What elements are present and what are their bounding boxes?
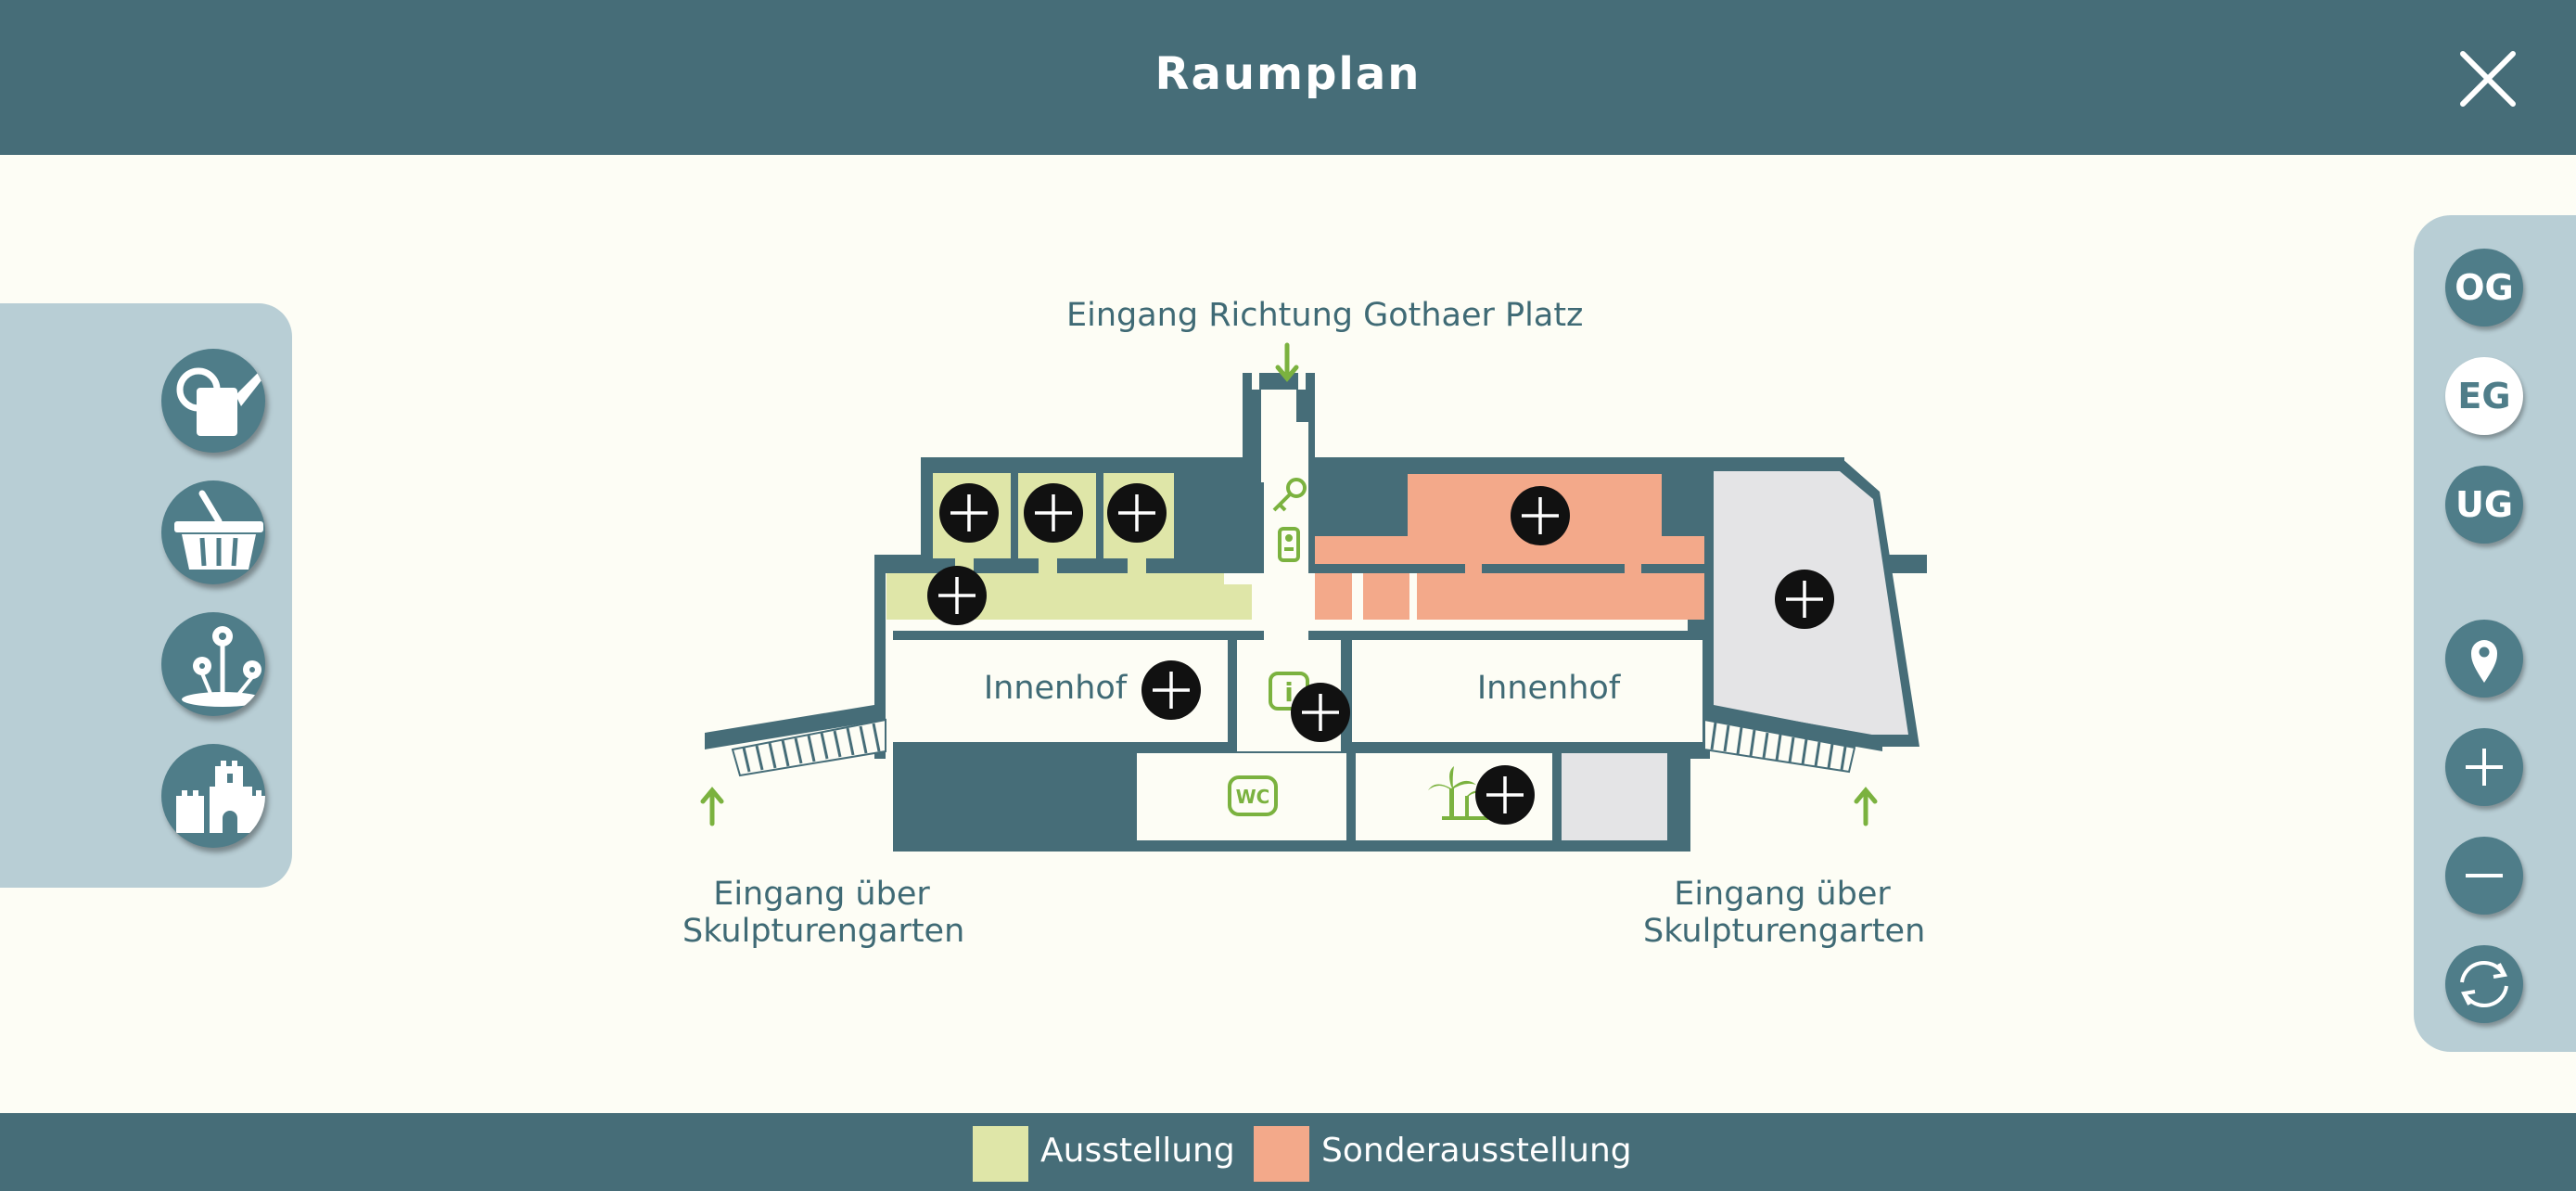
palm-icon [1428,766,1488,820]
watering-can-button[interactable] [161,349,265,453]
courtyard-right-label: Innenhof [1476,670,1621,707]
room-plus-button-9[interactable] [1475,765,1535,825]
legend-swatch-special [1254,1126,1309,1182]
stairs-right [1703,705,1882,774]
key-icon [1272,478,1307,512]
floor-button-og[interactable]: OG [2445,249,2523,327]
entrance-left-label: Eingang über Skulpturengarten [682,876,965,950]
room-plus-button-5[interactable] [1511,486,1570,545]
watering-can-icon [176,367,261,436]
reset-button[interactable] [2445,945,2523,1023]
floor-button-eg[interactable]: EG [2445,357,2523,435]
reset-rotate-icon [2460,960,2508,1008]
zoom-out-button[interactable] [2445,837,2523,915]
locate-button[interactable] [2445,620,2523,698]
zoom-out-icon [2466,874,2503,877]
locker-icon [1278,527,1300,562]
courtyard-right [1352,640,1702,742]
courtyard-left-label: Innenhof [983,670,1128,707]
close-button[interactable] [2455,46,2520,111]
top-entrance-label: Eingang Richtung Gothaer Platz [1066,297,1584,334]
basket-icon [174,490,263,570]
room-plus-button-7[interactable] [1141,660,1201,720]
close-icon [2460,51,2516,107]
room-detail-buttons[interactable] [927,483,1834,825]
room-plus-button-6[interactable] [1775,570,1834,629]
storage-room [1562,753,1667,840]
legend-bar: Ausstellung Sonderausstellung [0,1113,2576,1191]
page-title: Raumplan [1154,48,1422,100]
zoom-in-icon [2466,749,2503,786]
wc-label: WC [1236,786,1270,808]
entrance-right-line1: Eingang über [1674,876,1891,913]
entrance-left-line2: Skulpturengarten [682,913,965,950]
room-plus-button-8[interactable] [1291,683,1350,742]
entrance-right-label: Eingang über Skulpturengarten [1643,876,1926,950]
room-plus-button-3[interactable] [1107,483,1167,543]
legend-swatch-exhibition [973,1126,1028,1182]
wc-room [1137,753,1346,840]
entrance-arrows [700,342,1878,826]
floor-button-ug[interactable]: UG [2445,466,2523,544]
location-pin-icon [2471,640,2497,683]
entrance-left-line1: Eingang über [713,876,930,913]
legend-label-exhibition: Ausstellung [1040,1132,1235,1170]
wc-icon [1228,775,1278,816]
stairs-left [705,703,886,777]
castle-icon [176,761,265,833]
garden-button[interactable] [161,612,265,716]
room-plus-button-4[interactable] [927,566,987,625]
legend-label-special: Sonderausstellung [1321,1132,1632,1170]
entrance-right-line2: Skulpturengarten [1643,913,1926,950]
basket-button[interactable] [161,480,265,584]
flowers-icon [182,626,263,707]
zoom-in-button[interactable] [2445,728,2523,806]
room-plus-button-1[interactable] [939,483,999,543]
room-plus-button-2[interactable] [1024,483,1083,543]
central-corridor [1264,422,1308,640]
header-bar: Raumplan [0,0,2576,155]
info-label: i [1284,677,1294,708]
castle-button[interactable] [161,744,265,848]
